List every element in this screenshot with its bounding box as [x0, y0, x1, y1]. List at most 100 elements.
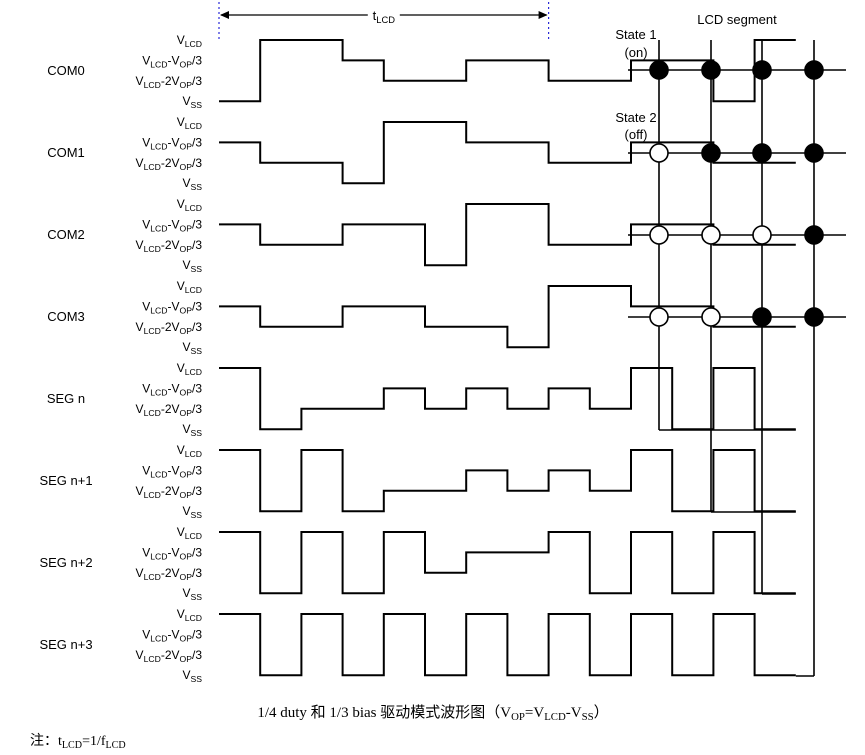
pixel-on: [649, 60, 669, 80]
subscript: LCD: [150, 387, 167, 397]
text-run: -V: [168, 299, 180, 313]
text-run: /3: [192, 74, 202, 88]
level-label: VLCD-2VOP/3: [136, 320, 203, 336]
subscript: LCD: [185, 531, 202, 541]
text-run: -V: [168, 463, 180, 477]
subscript: LCD: [150, 551, 167, 561]
subscript: OP: [180, 572, 193, 582]
subscript: OP: [511, 711, 525, 723]
signal-name: COM3: [47, 309, 85, 324]
waveform-trace: [219, 367, 796, 431]
text-run: V: [177, 33, 185, 47]
level-label: VSS: [182, 340, 202, 356]
level-label: VSS: [182, 176, 202, 192]
level-label: VLCD-VOP/3: [142, 381, 202, 397]
pixel-on: [752, 60, 772, 80]
subscript: SS: [190, 428, 202, 438]
text-run: =1/f: [82, 734, 106, 749]
subscript: LCD: [376, 15, 395, 25]
level-label: VLCD-VOP/3: [142, 299, 202, 315]
text-run: V: [182, 504, 190, 518]
text-run: V: [142, 135, 150, 149]
text-run: V: [177, 279, 185, 293]
subscript: LCD: [106, 740, 126, 751]
subscript: LCD: [144, 654, 161, 664]
text-run: /3: [192, 53, 202, 67]
tlcd-period-marker: tLCD: [218, 2, 550, 42]
signal-name: SEG n+3: [39, 637, 92, 652]
text-run: V: [182, 340, 190, 354]
subscript: LCD: [185, 449, 202, 459]
text-run: V: [177, 197, 185, 211]
text-run: /3: [192, 299, 202, 313]
level-label: VLCD-VOP/3: [142, 627, 202, 643]
text-run: V: [142, 627, 150, 641]
level-label: VLCD: [177, 443, 202, 459]
level-label: VSS: [182, 94, 202, 110]
text-run: V: [142, 217, 150, 231]
text-run: V: [182, 176, 190, 190]
subscript: LCD: [144, 490, 161, 500]
subscript: LCD: [544, 711, 566, 723]
subscript: SS: [582, 711, 594, 723]
text-run: V: [136, 484, 144, 498]
subscript: LCD: [144, 326, 161, 336]
text-run: -2V: [161, 484, 180, 498]
text-run: -V: [168, 135, 180, 149]
subscript: OP: [180, 223, 193, 233]
subscript: LCD: [144, 572, 161, 582]
waveform-trace: [219, 203, 796, 267]
subscript: OP: [180, 244, 193, 254]
waveform-trace: [219, 121, 796, 185]
subscript: OP: [180, 408, 193, 418]
subscript: LCD: [150, 469, 167, 479]
text-run: -V: [168, 217, 180, 231]
level-label: VLCD-2VOP/3: [136, 566, 203, 582]
subscript: LCD: [185, 39, 202, 49]
subscript: SS: [190, 100, 202, 110]
waveform-trace: [219, 449, 796, 513]
subscript: OP: [180, 490, 193, 500]
signal-name: COM1: [47, 145, 85, 160]
text-run: /3: [192, 627, 202, 641]
pixel-off: [701, 225, 721, 245]
text-run: /3: [192, 484, 202, 498]
level-label: VSS: [182, 258, 202, 274]
footnote: 注：tLCD=1/fLCD: [30, 733, 126, 751]
level-label: VSS: [182, 504, 202, 520]
text-run: V: [177, 525, 185, 539]
level-label: VLCD-2VOP/3: [136, 648, 203, 664]
pixel-on: [752, 143, 772, 163]
text-run: V: [182, 668, 190, 682]
text-run: -V: [168, 627, 180, 641]
text-run: -2V: [161, 74, 180, 88]
pixel-off: [752, 225, 772, 245]
text-run: -2V: [161, 156, 180, 170]
pixel-on: [804, 60, 824, 80]
subscript: SS: [190, 182, 202, 192]
pixel-on: [804, 143, 824, 163]
text-run: V: [182, 586, 190, 600]
figure-caption: 1/4 duty 和 1/3 bias 驱动模式波形图（VOP=VLCD-VSS…: [257, 704, 608, 723]
text-run: -V: [168, 545, 180, 559]
text-run: V: [136, 320, 144, 334]
subscript: SS: [190, 674, 202, 684]
waveform-trace: [219, 285, 796, 349]
level-label: VLCD: [177, 115, 202, 131]
tlcd-label: tLCD: [373, 8, 396, 25]
pixel-on: [701, 60, 721, 80]
text-run: V: [142, 53, 150, 67]
text-run: V: [182, 258, 190, 272]
text-run: /3: [192, 135, 202, 149]
subscript: LCD: [185, 367, 202, 377]
state-1-label: State 1: [615, 27, 656, 42]
signal-name: COM0: [47, 63, 85, 78]
subscript: OP: [180, 469, 193, 479]
pixel-off: [649, 307, 669, 327]
level-label: VLCD: [177, 525, 202, 541]
text-run: /3: [192, 238, 202, 252]
subscript: SS: [190, 510, 202, 520]
text-run: /3: [192, 156, 202, 170]
subscript: OP: [180, 80, 193, 90]
arrowhead-left: [220, 11, 229, 19]
